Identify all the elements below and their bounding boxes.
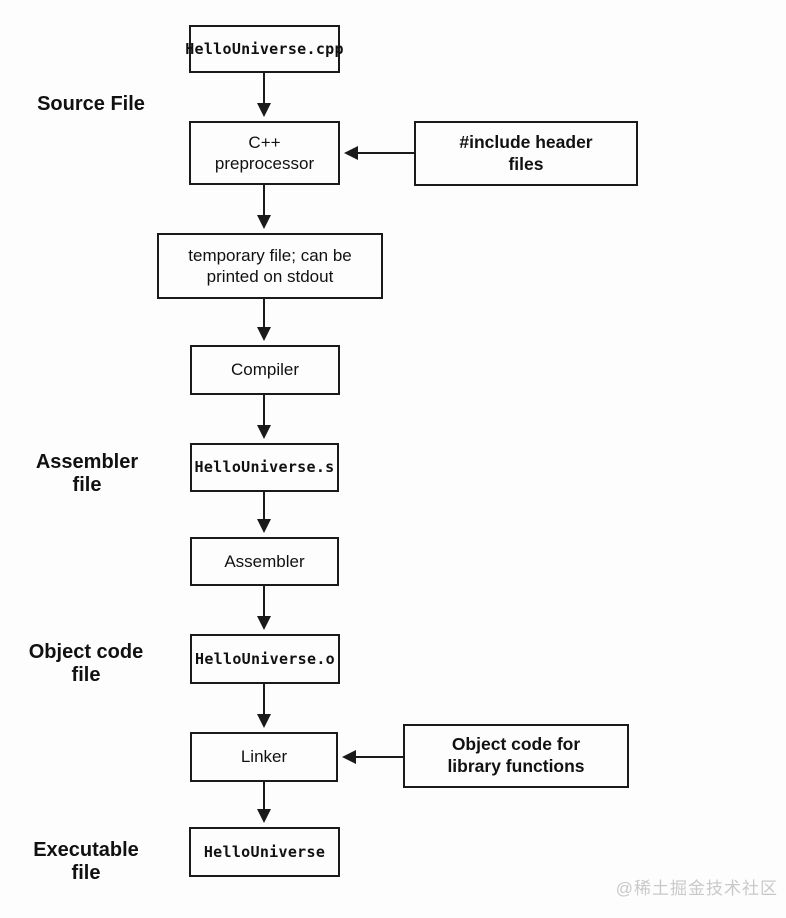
node-source-file: HelloUniverse.cpp [185,25,344,73]
label-assembler-file: Assembler file [35,451,139,496]
node-include-headers: #include header files [414,121,638,186]
node-assembler: Assembler [190,537,339,586]
watermark: @稀土掘金技术社区 [615,879,778,898]
node-linker: Linker [190,732,338,782]
node-cpp-preprocessor: C++ preprocessor [189,121,340,185]
node-temporary-file: temporary file; can be printed on stdout [157,233,383,299]
node-library-object: Object code for library functions [403,724,629,788]
node-compiler: Compiler [190,345,340,395]
node-object-file: HelloUniverse.o [190,634,340,684]
label-executable-file: Executable file [33,839,139,884]
node-assembly-file: HelloUniverse.s [190,443,339,492]
label-object-code-file: Object code file [28,641,144,686]
label-source-file: Source File [37,93,145,115]
node-executable: HelloUniverse [189,827,340,877]
